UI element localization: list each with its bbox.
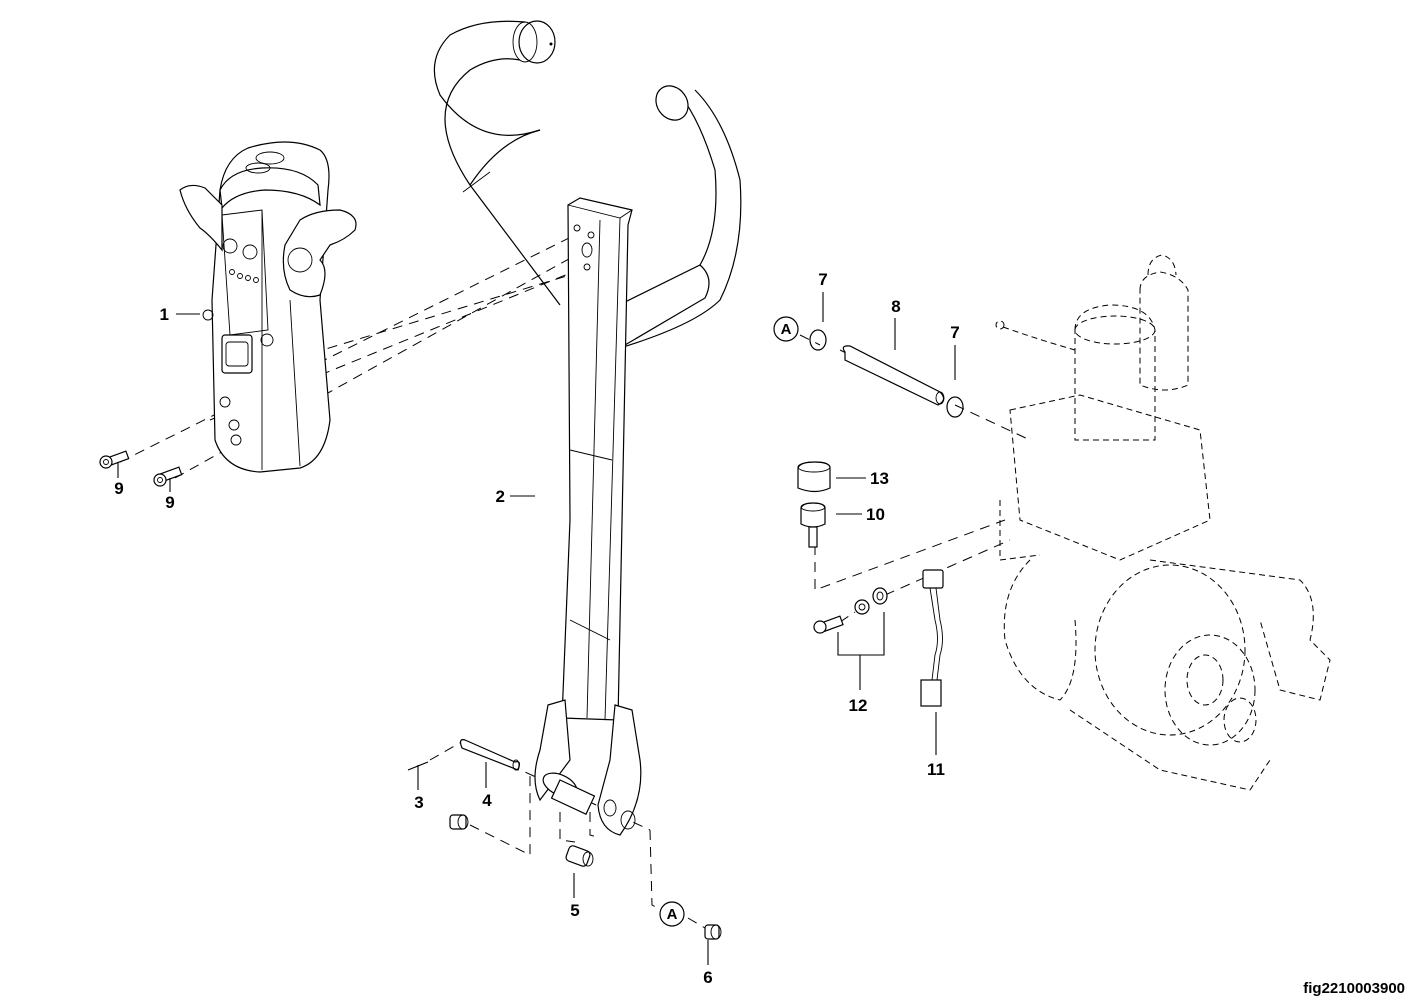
part-bumper-cap xyxy=(797,461,831,493)
callout-6: 6 xyxy=(703,968,712,987)
callout-10: 10 xyxy=(866,505,885,524)
callout-7-right: 7 xyxy=(950,323,959,342)
part-pivot-pin xyxy=(459,739,521,771)
reference-marker-a-top: A xyxy=(773,316,799,342)
part-retaining-ring-right xyxy=(946,396,964,418)
reference-marker-a-bottom: A xyxy=(659,901,685,927)
callout-8: 8 xyxy=(891,297,900,316)
callout-7-left: 7 xyxy=(818,270,827,289)
leader-lines xyxy=(117,292,956,965)
callout-9-left: 9 xyxy=(114,479,123,498)
callout-11: 11 xyxy=(927,760,945,779)
callout-1: 1 xyxy=(160,305,169,324)
callout-9-right: 9 xyxy=(165,493,174,512)
figure-id: fig2210003900 xyxy=(1303,980,1405,997)
part-sensor-harness xyxy=(920,569,944,707)
part-screw-set xyxy=(813,587,888,634)
part-bumper xyxy=(800,502,826,548)
part-bushing-left xyxy=(449,814,469,830)
part-shaft xyxy=(842,345,945,406)
callout-2: 2 xyxy=(496,487,505,506)
part-retaining-ring-left xyxy=(809,329,827,351)
part-control-head xyxy=(179,141,357,473)
part-bushing-6 xyxy=(704,924,722,940)
part-screw-9b xyxy=(153,466,183,487)
reference-letter: A xyxy=(667,906,678,923)
part-bushing-5 xyxy=(565,845,594,867)
part-screw-9a xyxy=(99,450,130,469)
callout-labels: 1 2 3 4 5 6 7 7 8 9 9 10 11 12 13 xyxy=(114,270,959,987)
callout-3: 3 xyxy=(414,793,423,812)
callout-12: 12 xyxy=(849,696,868,715)
part-drive-motor-assembly xyxy=(995,254,1331,791)
callout-5: 5 xyxy=(570,901,579,920)
reference-letter: A xyxy=(781,321,792,338)
callout-4: 4 xyxy=(482,791,492,810)
callout-13: 13 xyxy=(870,469,889,488)
part-tiller-arm xyxy=(433,20,742,836)
